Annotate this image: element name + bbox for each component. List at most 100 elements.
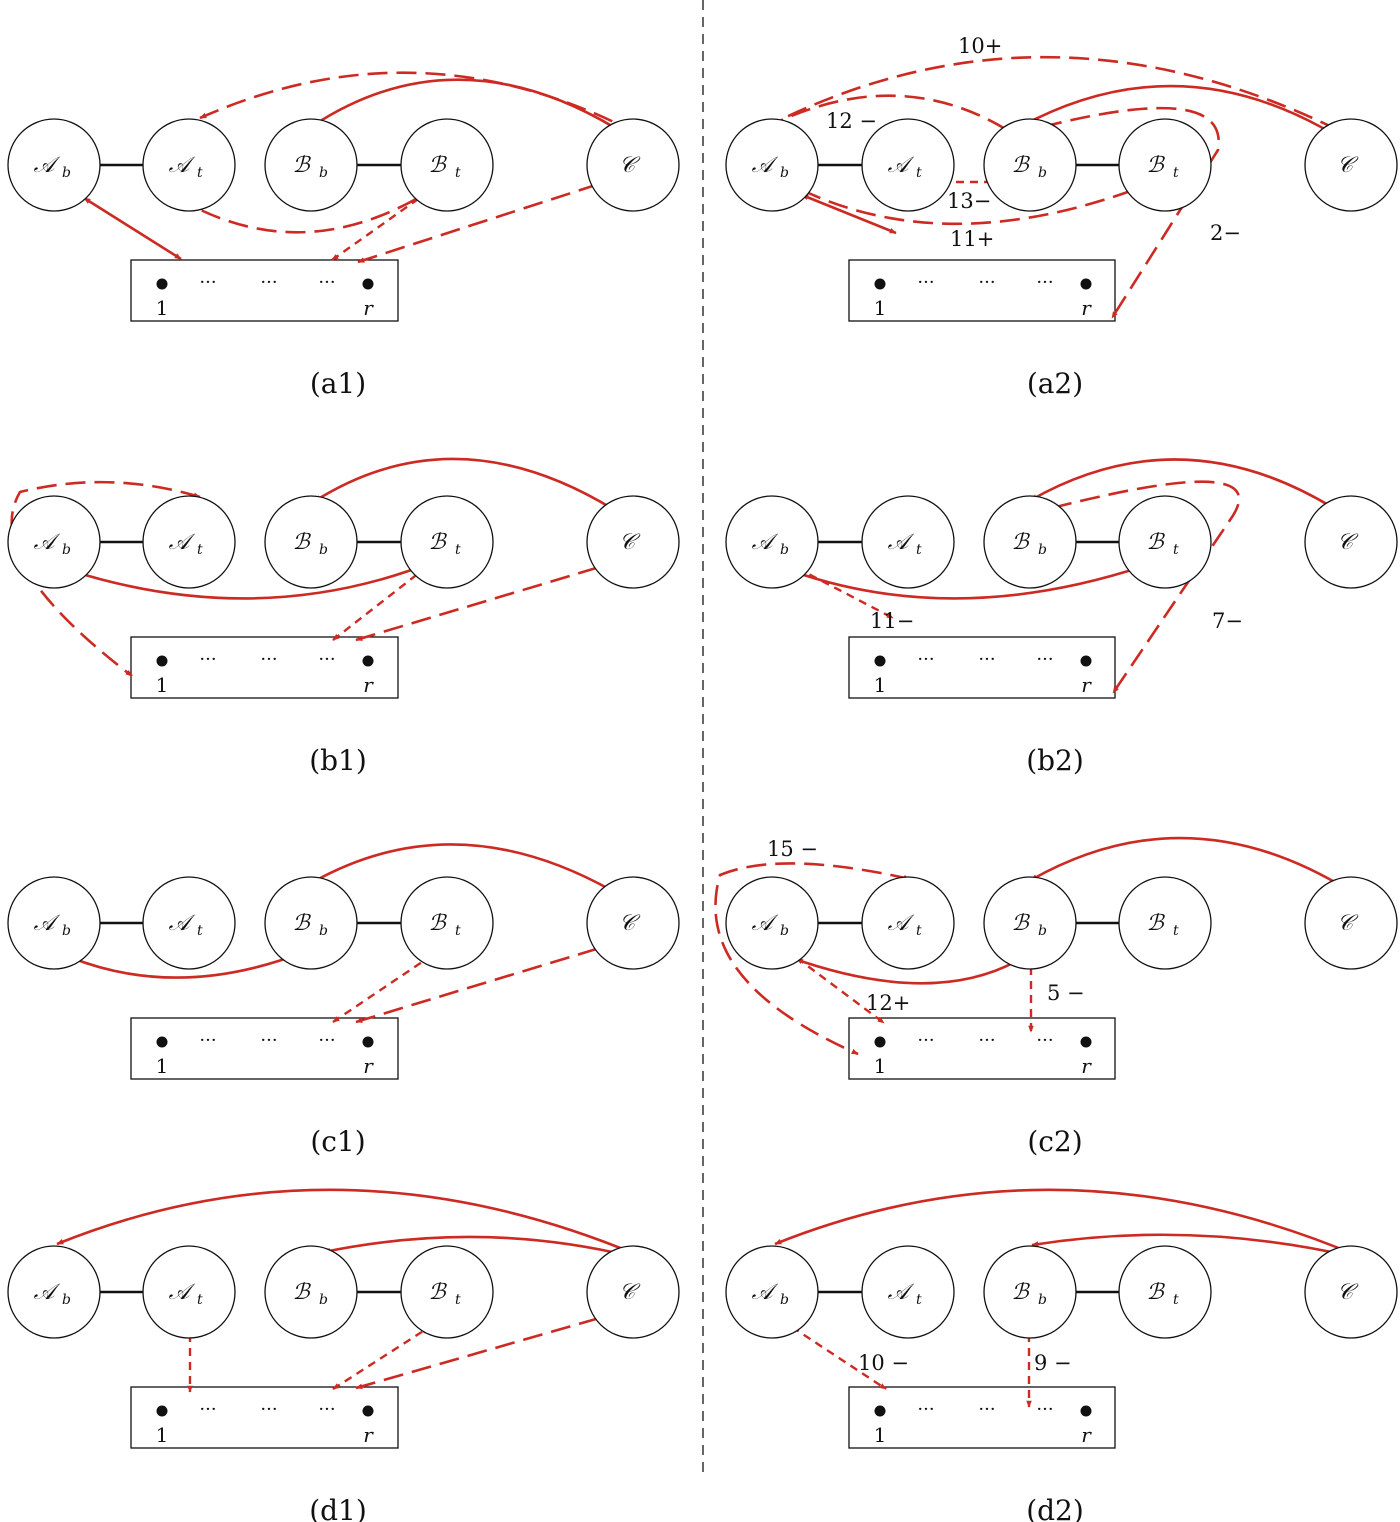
annotation-label: 15 − <box>767 837 818 861</box>
arrow-a1-2 <box>83 196 182 261</box>
ellipsis: ··· <box>318 272 335 293</box>
node-c: 𝒞 <box>586 876 680 970</box>
node-label: ℬ <box>292 911 311 936</box>
ellipsis: ··· <box>260 272 277 293</box>
node-label: ℬ <box>1146 911 1165 936</box>
ellipsis: ··· <box>917 1030 934 1051</box>
vertex-box <box>130 259 399 322</box>
arrow-d1-3 <box>332 1326 429 1391</box>
ellipsis: ··· <box>978 272 995 293</box>
arrow-c2-3 <box>796 957 885 1024</box>
node-subscript: t <box>197 923 203 939</box>
arrow-b1-1 <box>314 457 625 518</box>
node-circle <box>7 1245 101 1339</box>
node-subscript: b <box>780 1292 789 1308</box>
node-c: 𝒞 <box>1304 1245 1398 1339</box>
panel-caption: (d1) <box>309 1494 367 1522</box>
annotation-label: 12+ <box>866 991 910 1015</box>
annotation-label: 10+ <box>958 34 1002 58</box>
node-subscript: t <box>916 542 922 558</box>
arrow-b1-0 <box>10 480 201 678</box>
node-subscript: t <box>197 165 203 181</box>
node-circle <box>1118 1245 1212 1339</box>
vertex-box <box>130 1017 399 1080</box>
vertex-label-first: 1 <box>156 673 169 697</box>
arrow-c1-3 <box>355 945 604 1024</box>
vertex-dot-first <box>874 655 886 667</box>
node-subscript: b <box>1038 923 1047 939</box>
ellipsis: ··· <box>318 1030 335 1051</box>
vertex-label-first: 1 <box>156 296 169 320</box>
vertex-dot-first <box>874 278 886 290</box>
ellipsis: ··· <box>260 649 277 670</box>
node-label: ℬ <box>1146 530 1165 555</box>
node-c: 𝒞 <box>586 118 680 212</box>
arrow-a2-3 <box>1041 106 1221 319</box>
node-subscript: t <box>197 542 203 558</box>
node-subscript: t <box>916 165 922 181</box>
panel-caption: (c1) <box>310 1125 365 1158</box>
node-circle <box>983 876 1077 970</box>
node-circle <box>861 495 955 589</box>
arrow-d1-1 <box>323 1235 631 1258</box>
vertex-label-last: r <box>1081 296 1092 320</box>
arrow-b2-3 <box>796 566 894 620</box>
node-label: ℬ <box>1011 1280 1030 1305</box>
node-circle <box>400 495 494 589</box>
vertex-label-first: 1 <box>874 1423 887 1447</box>
node-circle <box>264 1245 358 1339</box>
vertex-label-last: r <box>1081 673 1092 697</box>
panel-caption: (a1) <box>310 367 366 400</box>
panel-caption: (b1) <box>309 744 367 777</box>
ellipsis: ··· <box>199 649 216 670</box>
arrow-c1-1 <box>71 950 305 979</box>
ellipsis: ··· <box>1036 272 1053 293</box>
node-label: ℬ <box>292 153 311 178</box>
node-circle <box>142 118 236 212</box>
panel-caption: (d2) <box>1026 1494 1084 1522</box>
arrow-a2-4 <box>801 193 897 235</box>
node-circle <box>983 1245 1077 1339</box>
node-label: ℬ <box>1011 153 1030 178</box>
vertex-label-first: 1 <box>156 1054 169 1078</box>
arrow-b1-4 <box>355 564 604 642</box>
node-subscript: t <box>455 923 461 939</box>
node-label: ℬ <box>1146 1280 1165 1305</box>
panel-caption: (c2) <box>1027 1125 1082 1158</box>
arrow-b2-2 <box>791 560 1157 600</box>
node-label: ℬ <box>1011 911 1030 936</box>
node-subscript: b <box>62 165 71 181</box>
node-c: 𝒞 <box>586 1245 680 1339</box>
node-subscript: b <box>1038 542 1047 558</box>
annotation-label: 2− <box>1210 221 1241 245</box>
vertex-dot-first <box>156 1036 168 1048</box>
node-circle <box>1304 495 1398 589</box>
arrow-c1-2 <box>332 957 429 1023</box>
vertex-dot-last <box>362 278 374 290</box>
node-subscript: b <box>1038 1292 1047 1308</box>
node-circle <box>586 876 680 970</box>
ellipsis: ··· <box>978 1399 995 1420</box>
vertex-label-last: r <box>363 673 374 697</box>
ellipsis: ··· <box>917 272 934 293</box>
annotation-label: 9 − <box>1034 1351 1072 1375</box>
node-subscript: b <box>62 923 71 939</box>
node-subscript: t <box>455 1292 461 1308</box>
arrow-a2-2 <box>1019 84 1341 140</box>
node-label: ℬ <box>428 1280 447 1305</box>
node-circle <box>264 118 358 212</box>
vertex-label-last: r <box>1081 1054 1092 1078</box>
